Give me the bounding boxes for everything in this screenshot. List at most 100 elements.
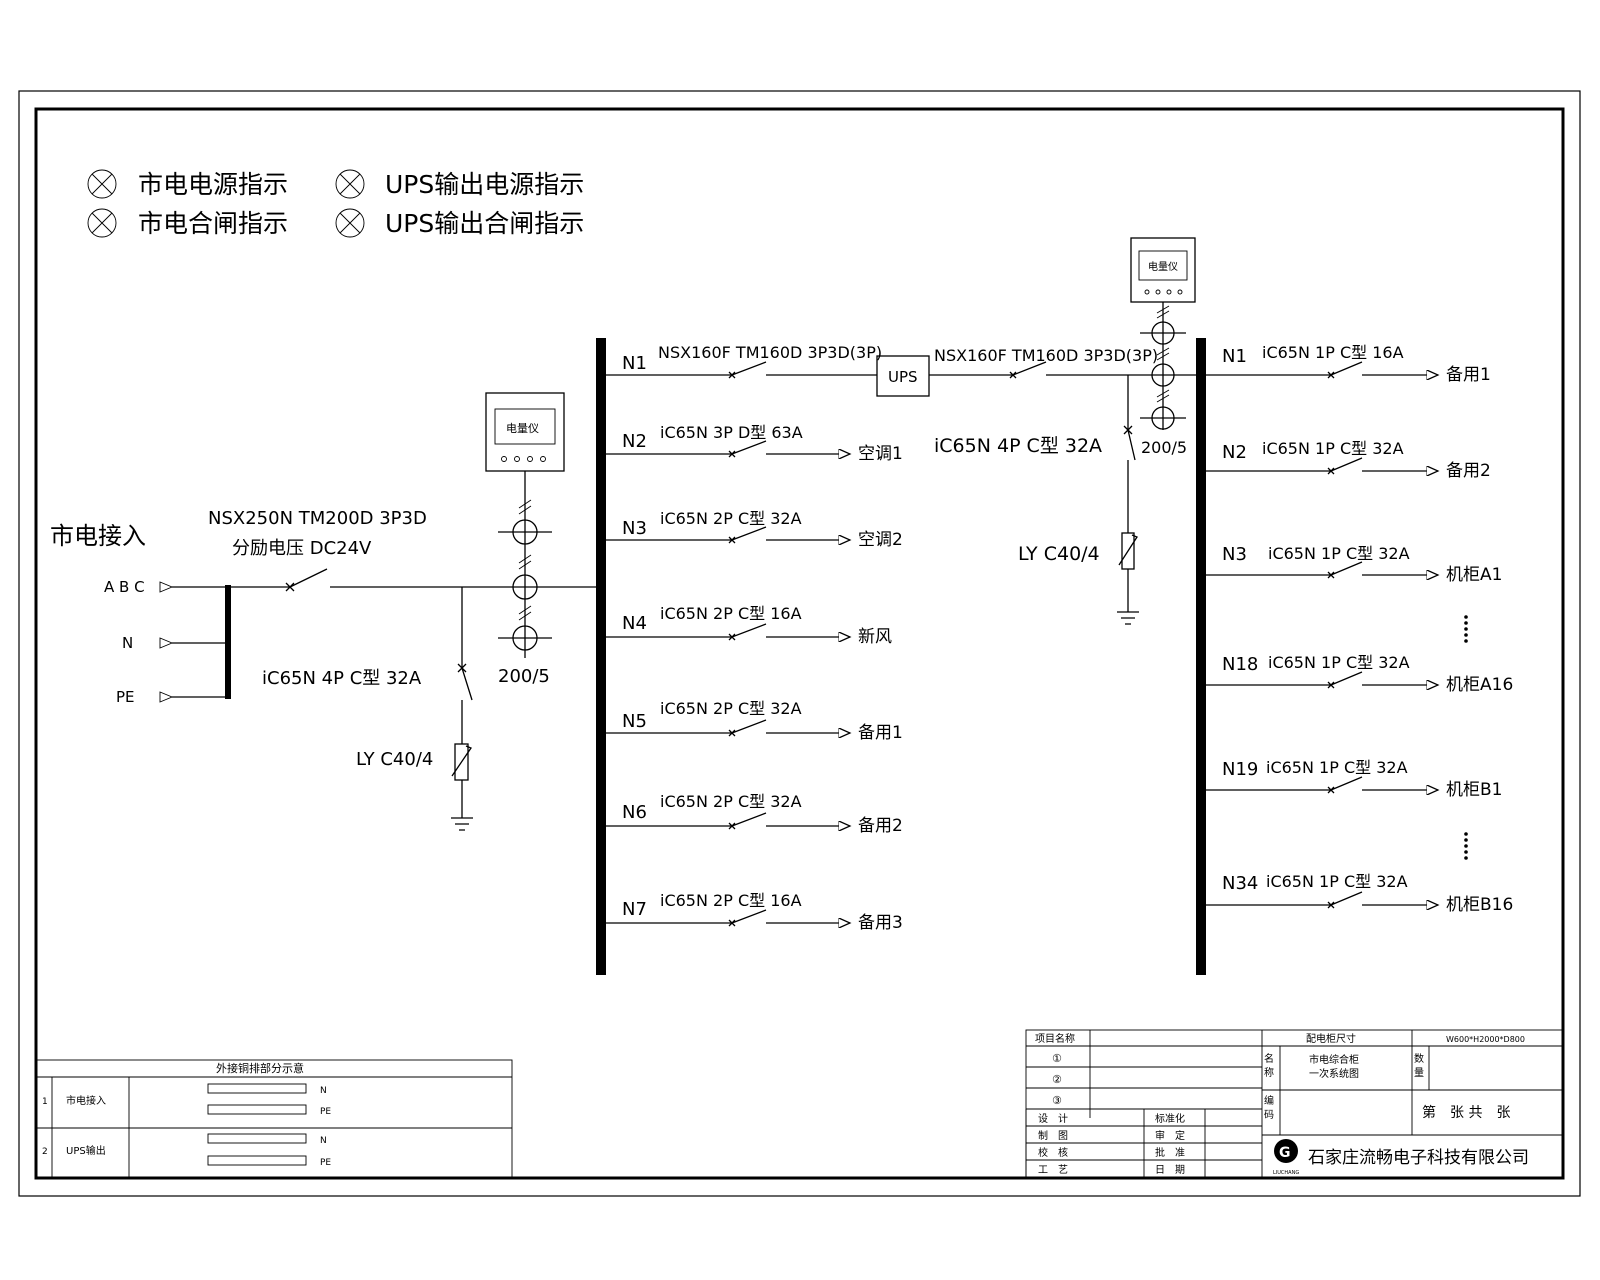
- feeder-load: 空调1: [858, 444, 903, 464]
- terminal-arrow-icon: [159, 691, 174, 703]
- feeder-breaker: iC65N 2P C型 16A: [660, 604, 802, 623]
- feeder-load: 备用2: [1446, 461, 1491, 481]
- legend-ups-power: UPS输出电源指示: [385, 170, 584, 199]
- copper-busbar-table: 外接铜排部分示意 1 市电接入 N PE 2 UPS输出 N PE: [35, 1059, 513, 1179]
- right-feeder-n18: N18 iC65N 1P C型 32A 机柜A16: [1206, 653, 1513, 695]
- breaker-icon: [728, 440, 767, 458]
- feeder-breaker: iC65N 1P C型 32A: [1262, 439, 1404, 458]
- feeder-id: N1: [622, 353, 647, 374]
- qty-label: 数: [1414, 1052, 1424, 1065]
- right-feeder-n2: N2 iC65N 1P C型 32A 备用2: [1206, 439, 1491, 481]
- company-logo-icon: G LIUCHANG: [1273, 1139, 1299, 1176]
- row-name: 市电接入: [66, 1094, 106, 1107]
- bar-label-pe: PE: [320, 1158, 331, 1168]
- lamp-icon: [335, 208, 365, 238]
- left-main-busbar: [596, 338, 606, 975]
- row-name: UPS输出: [66, 1144, 106, 1157]
- lamp-icon: [87, 169, 117, 199]
- circled-2: ②: [1052, 1073, 1062, 1086]
- feeder-load: 机柜A16: [1446, 675, 1513, 695]
- logo-text: LIUCHANG: [1273, 1170, 1299, 1176]
- incoming-busbar: [225, 585, 231, 699]
- left-feeder-n1: N1 NSX160F TM160D 3P3D(3P) UPS NSX160F T…: [606, 343, 1196, 397]
- shunt-voltage-label: 分励电压 DC24V: [232, 538, 372, 559]
- company-name: 石家庄流畅电子科技有限公司: [1308, 1148, 1529, 1168]
- standard-label: 标准化: [1155, 1112, 1185, 1125]
- feeder-breaker: iC65N 2P C型 32A: [660, 792, 802, 811]
- breaker-icon: [728, 909, 767, 927]
- ground-icon: [451, 817, 473, 831]
- process-label: 工 艺: [1038, 1164, 1068, 1176]
- feeder-id: N19: [1222, 759, 1258, 780]
- right-feeder-n34: N34 iC65N 1P C型 32A 机柜B16: [1206, 872, 1513, 915]
- bar-label-pe: PE: [320, 1107, 331, 1117]
- feeder-id: N18: [1222, 654, 1258, 675]
- row-number: 2: [42, 1147, 48, 1157]
- pe-label: PE: [116, 688, 135, 706]
- feeder-id: N6: [622, 802, 647, 823]
- name-label-2: 称: [1264, 1066, 1274, 1079]
- spd-breaker-label: iC65N 4P C型 32A: [934, 435, 1102, 457]
- right-ups-busbar: [1196, 338, 1206, 975]
- breaker-icon: [1327, 671, 1363, 689]
- ups-output-section: 电量仪 200/5 iC65N 4P C型 32A LY C40/4: [934, 237, 1196, 625]
- svg-text:G: G: [1279, 1145, 1291, 1161]
- main-breaker-label: NSX250N TM200D 3P3D: [208, 508, 427, 529]
- feeder-breaker: iC65N 2P C型 32A: [660, 699, 802, 718]
- busbar-bar: [207, 1155, 307, 1166]
- drafting-label: 制 图: [1038, 1129, 1068, 1142]
- neutral-label: N: [122, 634, 133, 652]
- vertical-ellipsis-icon: [1464, 615, 1468, 643]
- terminal-arrow-icon: [159, 637, 174, 649]
- sheet-label: 第 张 共 张: [1422, 1104, 1510, 1121]
- breaker-icon: [728, 719, 767, 737]
- ct-icon: [1140, 305, 1186, 430]
- feeder-breaker: iC65N 1P C型 32A: [1266, 758, 1408, 777]
- breaker-icon: [1327, 891, 1363, 909]
- spd-label: LY C40/4: [1018, 543, 1100, 565]
- left-feeder-n3: N3 iC65N 2P C型 32A 空调2: [606, 509, 903, 550]
- legend: 市电电源指示 UPS输出电源指示 市电合闸指示 UPS输出合闸指示: [87, 169, 584, 238]
- drawing-name-2: 一次系统图: [1309, 1067, 1359, 1080]
- incoming-title: 市电接入: [50, 522, 146, 550]
- left-feeder-n6: N6 iC65N 2P C型 32A 备用2: [606, 792, 903, 836]
- outer-frame: [18, 90, 1581, 1197]
- left-feeder-n2: N2 iC65N 3P D型 63A 空调1: [606, 423, 903, 464]
- breaker-icon: [728, 361, 767, 379]
- breaker-icon: [728, 812, 767, 830]
- legend-mains-power: 市电电源指示: [138, 170, 288, 199]
- vertical-ellipsis-icon: [1464, 832, 1468, 860]
- spd-breaker-icon: [1123, 425, 1136, 461]
- ct-ratio-label: 200/5: [498, 666, 550, 687]
- bar-label-n: N: [320, 1136, 327, 1146]
- feeder-load: 备用1: [1446, 365, 1491, 385]
- feeder-breaker: iC65N 3P D型 63A: [660, 423, 803, 442]
- feeder-breaker: iC65N 1P C型 32A: [1268, 544, 1410, 563]
- right-feeder-n19: N19 iC65N 1P C型 32A 机柜B1: [1206, 758, 1502, 800]
- code-label: 编: [1264, 1094, 1274, 1107]
- feeder-id: N3: [1222, 544, 1247, 565]
- breaker-icon: [1327, 776, 1363, 794]
- feeder-load: 新风: [858, 627, 892, 647]
- title-block: 项目名称 配电柜尺寸 W600*H2000*D800 ① ② ③ 名 称 市电综…: [1025, 1029, 1564, 1179]
- feeder-breaker: iC65N 1P C型 32A: [1266, 872, 1408, 891]
- ups-label: UPS: [888, 368, 918, 386]
- code-label-2: 码: [1264, 1109, 1274, 1121]
- breaker-icon: [728, 526, 767, 544]
- meter-label: 电量仪: [506, 422, 539, 435]
- phase-abc-label: A B C: [104, 578, 145, 596]
- cabinet-size-value: W600*H2000*D800: [1446, 1035, 1525, 1044]
- qty-label-2: 量: [1414, 1067, 1424, 1079]
- ups-out-breaker-label: NSX160F TM160D 3P3D(3P): [934, 346, 1158, 365]
- feeder-load: 备用3: [858, 913, 903, 933]
- main-breaker-icon: [285, 568, 328, 592]
- feeder-id: N5: [622, 711, 647, 732]
- breaker-icon: [728, 623, 767, 641]
- feeder-load: 备用1: [858, 723, 903, 743]
- ground-icon: [1117, 611, 1139, 625]
- feeder-id: N2: [1222, 442, 1247, 463]
- legend-ups-close: UPS输出合闸指示: [385, 209, 584, 238]
- cabinet-size-label: 配电柜尺寸: [1306, 1032, 1356, 1045]
- spd-label: LY C40/4: [356, 749, 433, 770]
- feeder-id: N7: [622, 899, 647, 920]
